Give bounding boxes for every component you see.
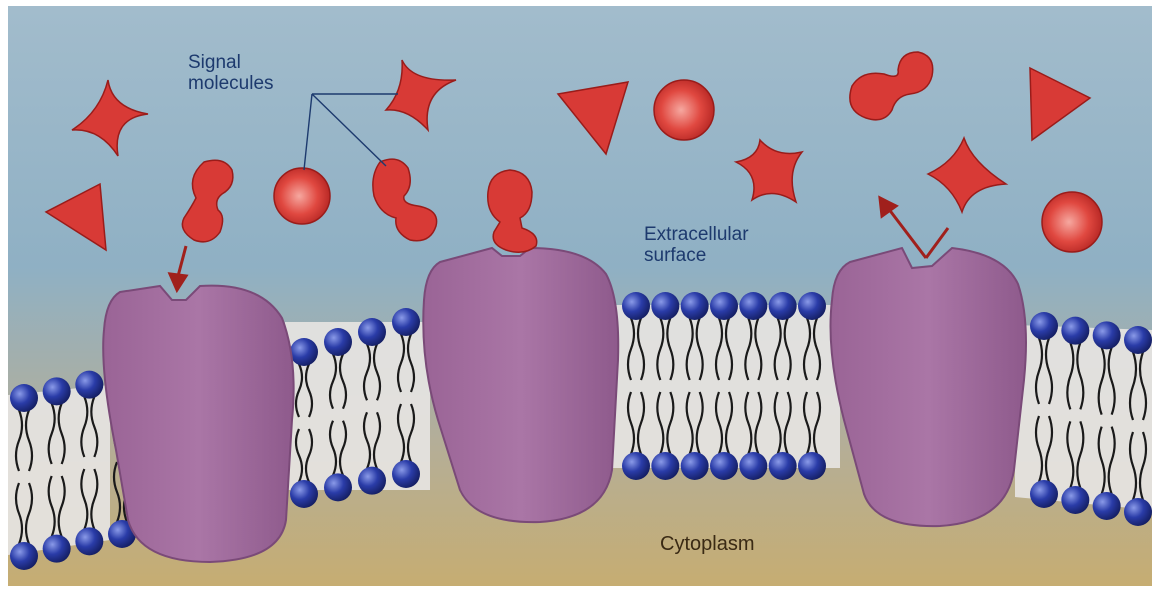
phospholipid-head	[1124, 498, 1152, 526]
extracellular-label-line1: Extracellular	[644, 224, 749, 245]
phospholipid-head	[324, 473, 352, 501]
phospholipid-head	[622, 292, 650, 320]
phospholipid-head	[358, 318, 386, 346]
phospholipid-head	[43, 535, 71, 563]
phospholipid-head	[769, 292, 797, 320]
phospholipid-head	[798, 452, 826, 480]
phospholipid-head	[290, 338, 318, 366]
phospholipid-head	[769, 452, 797, 480]
sphere-signal-molecule	[274, 168, 330, 224]
phospholipid-head	[681, 292, 709, 320]
phospholipid-head	[1093, 492, 1121, 520]
receptor-protein-left	[103, 286, 293, 562]
phospholipid-head	[392, 460, 420, 488]
phospholipid-head	[290, 480, 318, 508]
signal-label-line2: molecules	[188, 73, 274, 94]
phospholipid-head	[1030, 480, 1058, 508]
phospholipid-head	[739, 452, 767, 480]
signal-label-line1: Signal	[188, 52, 274, 73]
phospholipid-head	[681, 452, 709, 480]
phospholipid-head	[651, 452, 679, 480]
extracellular-surface-label: Extracellular surface	[644, 224, 749, 266]
signal-molecules-label: Signal molecules	[188, 52, 274, 94]
cytoplasm-label: Cytoplasm	[660, 534, 754, 555]
phospholipid-head	[1124, 326, 1152, 354]
phospholipid-head	[75, 527, 103, 555]
sphere-signal-molecule	[1042, 192, 1102, 252]
phospholipid-head	[622, 452, 650, 480]
phospholipid-head	[798, 292, 826, 320]
phospholipid-head	[10, 542, 38, 570]
extracellular-label-line2: surface	[644, 245, 749, 266]
phospholipid-head	[1061, 486, 1089, 514]
phospholipid-head	[75, 371, 103, 399]
phospholipid-head	[392, 308, 420, 336]
phospholipid-head	[651, 292, 679, 320]
sphere-signal-molecule	[654, 80, 714, 140]
phospholipid-head	[710, 292, 738, 320]
phospholipid-head	[710, 452, 738, 480]
phospholipid-head	[10, 384, 38, 412]
phospholipid-head	[358, 467, 386, 495]
phospholipid-head	[739, 292, 767, 320]
phospholipid-head	[1030, 312, 1058, 340]
phospholipid-head	[324, 328, 352, 356]
phospholipid-head	[1061, 317, 1089, 345]
phospholipid-head	[43, 377, 71, 405]
phospholipid-head	[1093, 321, 1121, 349]
